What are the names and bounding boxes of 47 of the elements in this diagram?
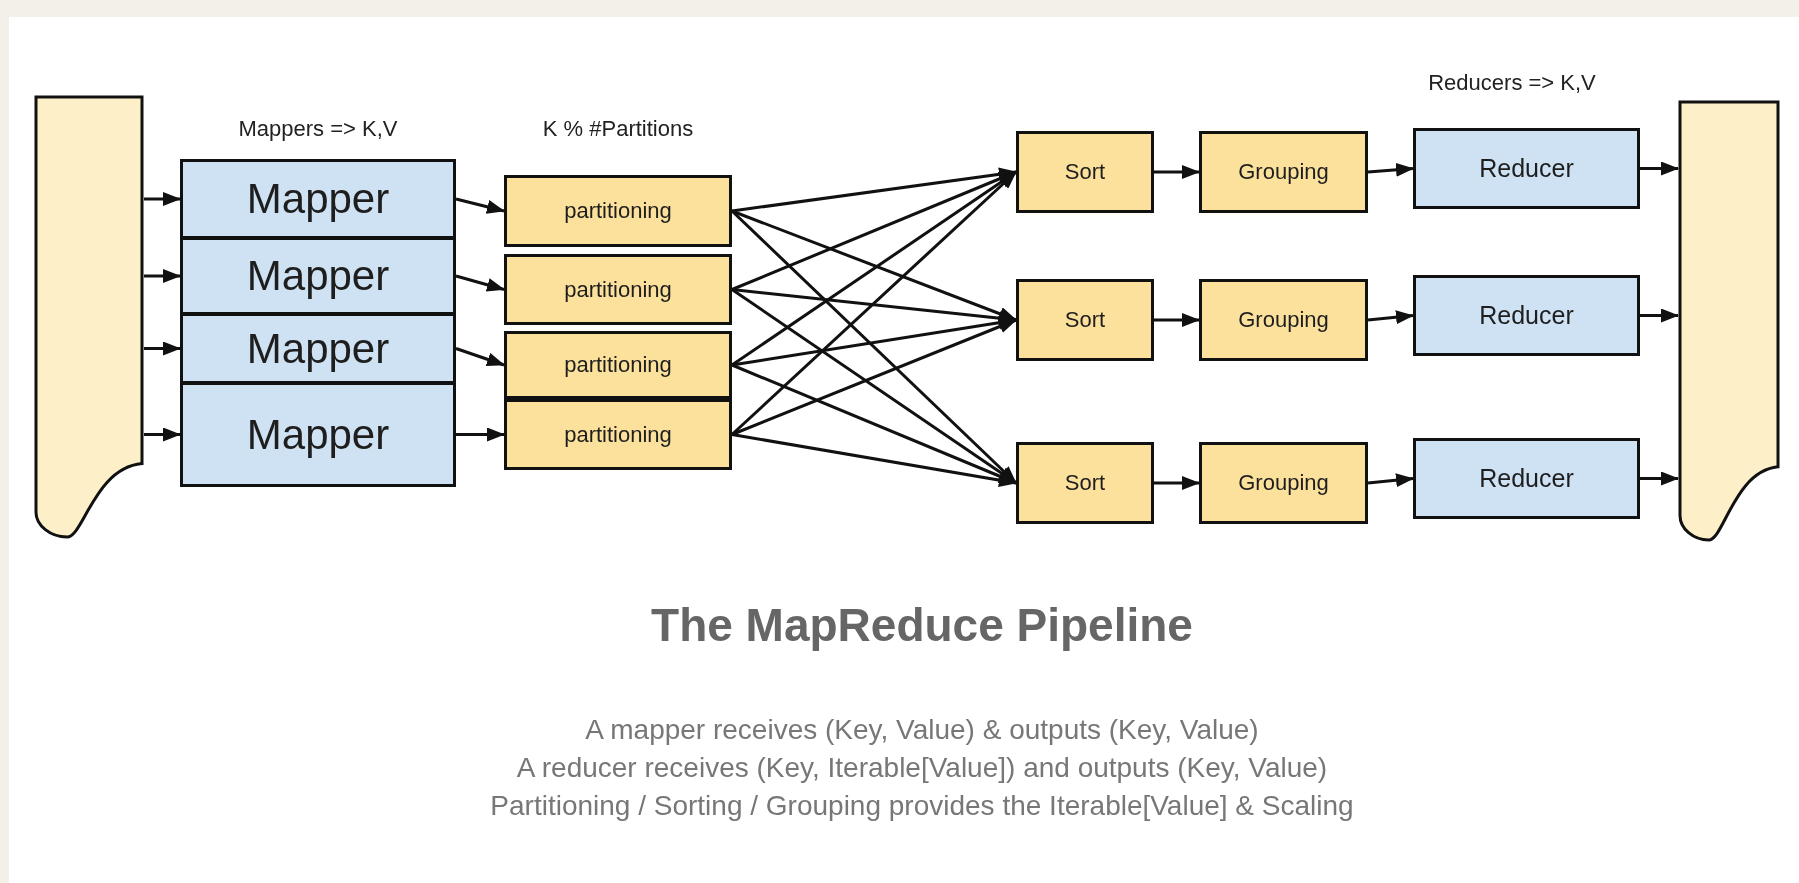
arrow (731, 318, 1017, 436)
stage-label: K % #Partitions (542, 116, 694, 142)
arrow (1367, 310, 1414, 325)
arrow (1154, 476, 1200, 490)
arrow (455, 197, 505, 214)
arrow (731, 170, 1017, 291)
arrow (144, 192, 181, 206)
sort-box: Sort (1016, 279, 1154, 361)
arrow (731, 363, 1017, 485)
arrow (455, 274, 505, 292)
stage-label: Reducers => K,V (1428, 70, 1596, 96)
caption-line: A reducer receives (Key, Iterable[Value]) and outputs (Key, Value) (516, 752, 1328, 784)
partitioning-box: partitioning (504, 399, 732, 470)
arrow (144, 427, 181, 442)
arrow (731, 433, 1017, 488)
arrow (1640, 161, 1679, 176)
partitioning-box: partitioning (504, 175, 732, 247)
arrow (1640, 471, 1679, 486)
reducer-box: Reducer (1413, 438, 1640, 519)
partitioning-box: partitioning (504, 254, 732, 325)
grouping-box: Grouping (1199, 131, 1368, 213)
sort-box: Sort (1016, 442, 1154, 524)
arrow (1154, 165, 1200, 179)
caption-line: Partitioning / Sorting / Grouping provides the Iterable[Value] & Scaling (490, 790, 1354, 822)
mapper-box: Mapper (180, 313, 456, 384)
arrow (456, 427, 505, 442)
sort-box: Sort (1016, 131, 1154, 213)
document-shape (1678, 100, 1780, 542)
stage-label: Mappers => K,V (238, 116, 398, 142)
caption-line: A mapper receives (Key, Value) & outputs (Key, Value) (585, 714, 1259, 746)
document-shape (34, 95, 144, 539)
mapper-box: Mapper (180, 382, 456, 487)
reducer-box: Reducer (1413, 128, 1640, 209)
arrow (455, 347, 505, 367)
arrow (1367, 473, 1414, 488)
mapper-box: Mapper (180, 237, 456, 315)
arrow (144, 269, 181, 283)
grouping-box: Grouping (1199, 442, 1368, 524)
arrow (1640, 308, 1679, 323)
arrow (1367, 162, 1414, 177)
mapper-box: Mapper (180, 159, 456, 239)
partitioning-box: partitioning (504, 331, 732, 399)
reducer-box: Reducer (1413, 275, 1640, 356)
diagram-title: The MapReduce Pipeline (651, 598, 1193, 652)
arrow (1154, 313, 1200, 327)
arrow (144, 341, 181, 356)
grouping-box: Grouping (1199, 279, 1368, 361)
